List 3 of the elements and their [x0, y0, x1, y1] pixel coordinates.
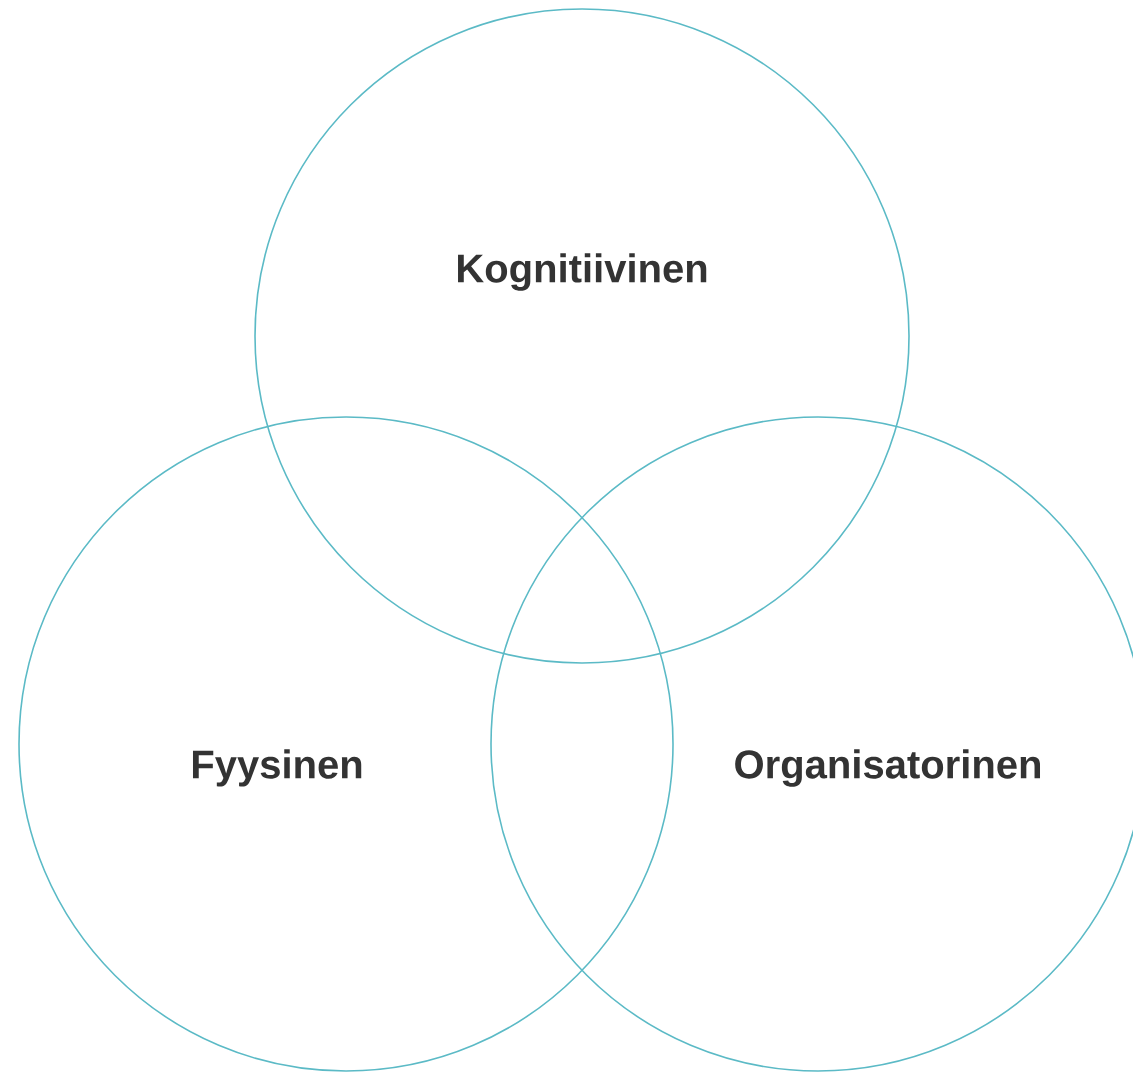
circle-label: Kognitiivinen	[458, 253, 707, 291]
circle-label: Fyysinen	[193, 749, 362, 787]
circle-label: Organisatorinen	[735, 749, 1040, 787]
